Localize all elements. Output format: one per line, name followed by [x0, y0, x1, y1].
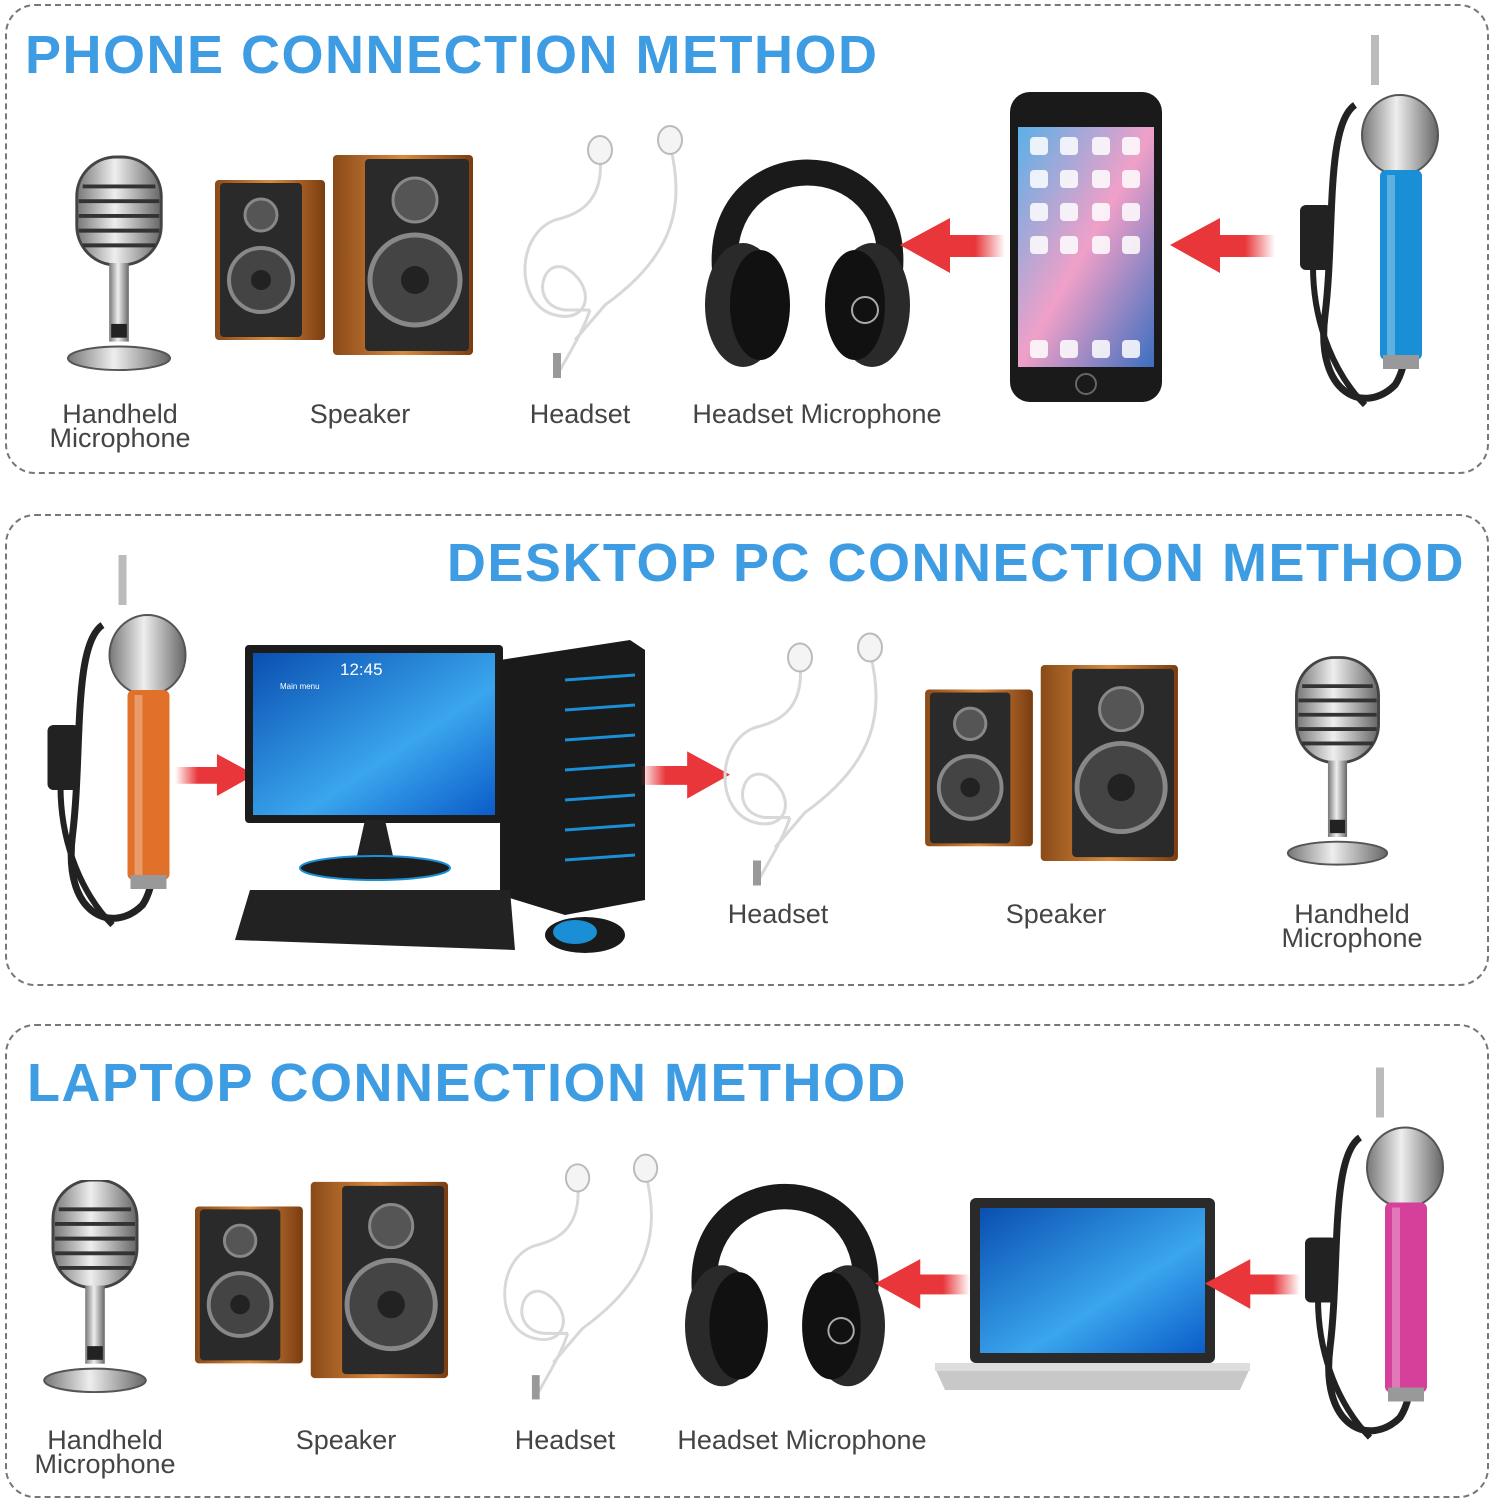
headset-microphone-image	[685, 1125, 885, 1390]
headset-image	[495, 1150, 665, 1405]
screen-clock: 12:45	[340, 660, 383, 679]
arrow-left-icon	[900, 218, 1005, 273]
speaker-image	[215, 155, 475, 355]
headset-microphone-image	[705, 100, 910, 370]
pink-mini-microphone-image	[1300, 1065, 1445, 1455]
section-title: PHONE CONNECTION METHOD	[25, 25, 879, 85]
section-title: LAPTOP CONNECTION METHOD	[27, 1053, 908, 1113]
label-speaker: Speaker	[295, 1425, 397, 1455]
laptop-image	[935, 1198, 1250, 1398]
speaker-image	[925, 665, 1180, 861]
label-handheld-microphone: Handheld Microphone	[1281, 899, 1423, 953]
label-headset: Headset	[514, 1425, 616, 1455]
label-headset: Headset	[529, 399, 631, 429]
label-handheld-microphone: Handheld Microphone	[34, 1425, 176, 1479]
phone-connection-panel: PHONE CONNECTION METHOD	[5, 4, 1489, 474]
label-speaker: Speaker	[1005, 899, 1107, 929]
speaker-image	[195, 1180, 450, 1380]
phone-image	[1010, 92, 1162, 402]
laptop-connection-panel: LAPTOP CONNECTION METHOD	[5, 1024, 1489, 1498]
desktop-pc-connection-panel: DESKTOP PC CONNECTION METHOD	[5, 514, 1489, 986]
headset-image	[715, 630, 890, 890]
blue-mini-microphone-image	[1295, 35, 1440, 420]
handheld-microphone-image	[65, 155, 173, 375]
label-speaker: Speaker	[309, 399, 411, 429]
arrow-left-icon	[1170, 218, 1275, 273]
screen-menu-label: Main menu	[280, 682, 320, 691]
label-headset-microphone: Headset Microphone	[692, 399, 942, 429]
label-headset: Headset	[727, 899, 829, 929]
label-headset-microphone: Headset Microphone	[677, 1425, 927, 1455]
label-handheld-microphone: Handheld Microphone	[49, 399, 191, 453]
handheld-microphone-image	[40, 1180, 150, 1395]
headset-image	[515, 125, 690, 380]
handheld-microphone-image	[1285, 655, 1390, 870]
section-title: DESKTOP PC CONNECTION METHOD	[446, 533, 1465, 593]
arrow-left-icon	[1205, 1258, 1300, 1310]
orange-mini-microphone-image	[40, 555, 190, 940]
